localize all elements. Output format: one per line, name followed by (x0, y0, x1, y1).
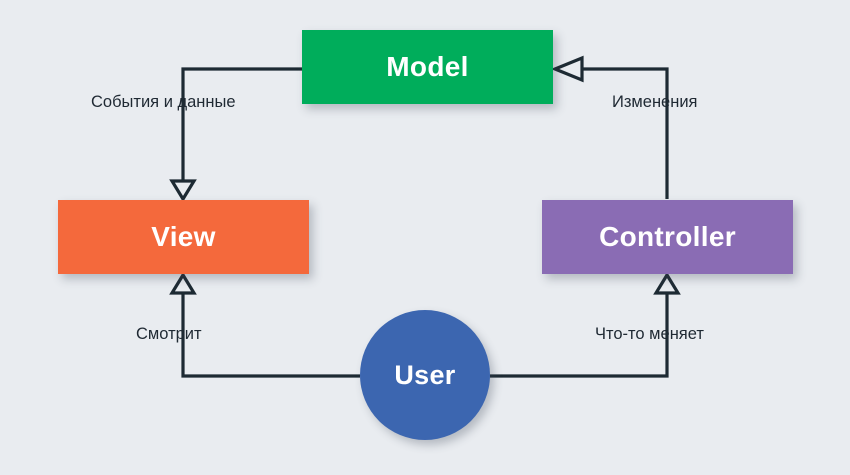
edge-user-to-controller-line (490, 292, 669, 378)
edge-model-to-view (169, 67, 302, 203)
node-view-label: View (151, 221, 216, 252)
node-user[interactable]: User (360, 310, 490, 440)
arrowhead-left-icon (550, 55, 584, 83)
edge-user-to-view-line (181, 292, 360, 378)
node-model-label: Model (386, 51, 469, 82)
arrowhead-up-icon (653, 271, 681, 295)
node-view[interactable]: View (58, 200, 309, 274)
edge-label-watches: Смотрит (136, 325, 202, 343)
arrowhead-up-icon (169, 271, 197, 295)
node-controller[interactable]: Controller (542, 200, 793, 274)
edge-user-to-view (169, 271, 360, 378)
edge-model-to-view-line (181, 67, 302, 182)
edge-label-modifies-something: Что-то меняет (595, 325, 704, 343)
edge-user-to-controller (490, 271, 681, 378)
edge-label-changes: Изменения (612, 93, 698, 111)
edge-label-events-and-data: События и данные (91, 93, 236, 111)
arrowhead-down-icon (169, 179, 197, 203)
edge-controller-to-model-line (581, 67, 669, 199)
edge-controller-to-model (550, 55, 669, 199)
node-controller-label: Controller (599, 221, 736, 252)
node-user-label: User (394, 359, 456, 390)
node-model[interactable]: Model (302, 30, 553, 104)
